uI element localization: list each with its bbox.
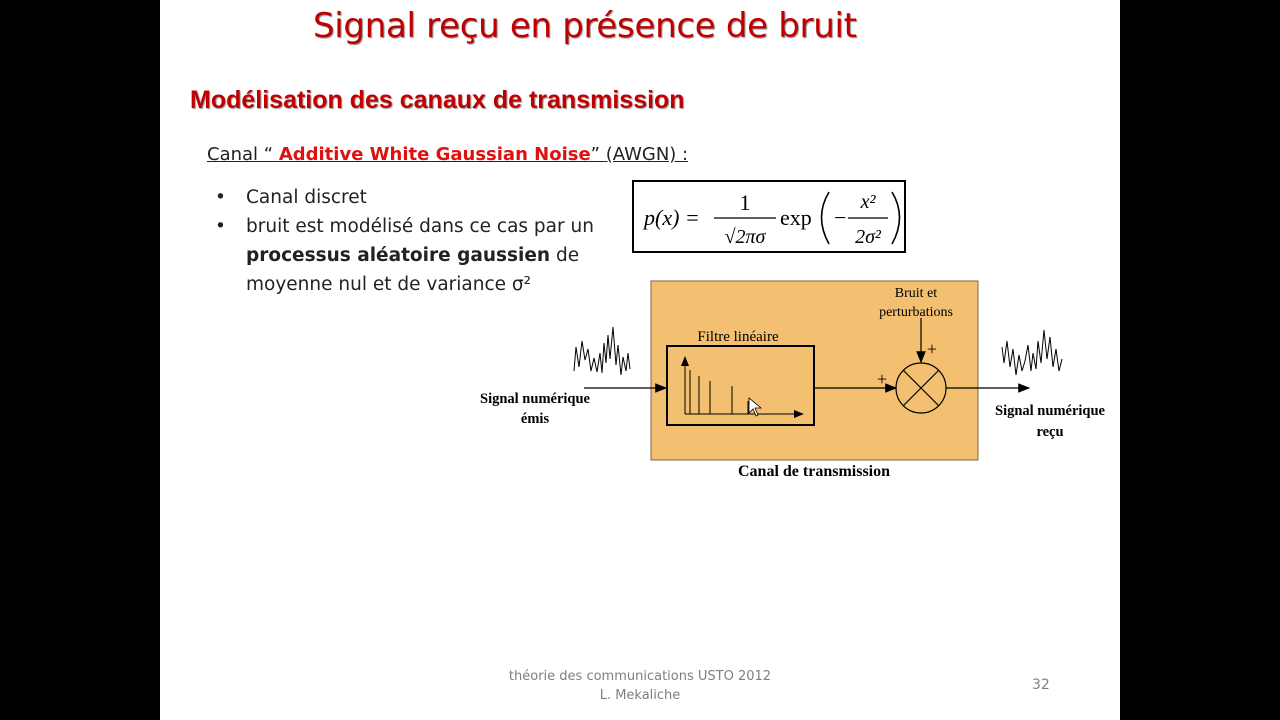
footer-course: théorie des communications USTO 2012 <box>508 669 772 684</box>
mouse-cursor-icon <box>748 397 763 417</box>
slide-footer: théorie des communications USTO 2012 L. … <box>420 667 860 705</box>
slide-title: Signal reçu en présence de bruit <box>313 6 857 46</box>
formula-inner-denominator: 2σ² <box>855 226 882 248</box>
impulse-response-plot <box>681 356 804 418</box>
bullet-list: • Canal discret • bruit est modélisé dan… <box>215 183 615 299</box>
noise-label-line1: Bruit et <box>895 286 937 301</box>
awgn-channel-diagram: Filtre linéaire Bruit et perturbations +… <box>480 280 1106 480</box>
bullet-text-bold: processus aléatoire gaussien <box>246 245 551 266</box>
bullet-item: • Canal discret <box>215 183 615 212</box>
noise-label-line2: perturbations <box>879 305 953 320</box>
bullet-item: • bruit est modélisé dans ce cas par un … <box>215 212 615 299</box>
channel-label: Canal de transmission <box>738 463 890 480</box>
bullet-dot: • <box>215 216 226 237</box>
awgn-prefix: Canal “ <box>207 144 279 165</box>
plus-left: + <box>877 369 887 389</box>
plus-top: + <box>927 339 937 359</box>
output-label-line1: Signal numérique <box>995 403 1106 419</box>
formula-inner-numerator: x² <box>860 191 877 213</box>
filter-label: Filtre linéaire <box>697 329 779 345</box>
awgn-heading: Canal “ Additive White Gaussian Noise” (… <box>207 144 688 165</box>
formula-func: exp <box>780 205 812 230</box>
awgn-suffix: ” (AWGN) : <box>590 144 689 165</box>
formula-lhs: p(x) = <box>642 205 700 230</box>
bullet-dot: • <box>215 187 226 208</box>
slide: Signal reçu en présence de bruit Modélis… <box>160 0 1120 720</box>
input-waveform-icon <box>573 326 631 376</box>
formula-denominator: √2πσ <box>725 226 767 248</box>
input-label-line2: émis <box>521 411 550 427</box>
formula-svg: p(x) = 1 √2πσ exp − x² 2σ² <box>642 190 901 248</box>
right-paren <box>891 191 901 245</box>
slide-subtitle: Modélisation des canaux de transmission <box>190 86 685 114</box>
formula-minus: − <box>834 205 846 230</box>
bullet-text: Canal discret <box>246 187 367 208</box>
output-waveform-icon <box>1001 329 1063 376</box>
gaussian-pdf-formula: p(x) = 1 √2πσ exp − x² 2σ² <box>632 180 906 253</box>
input-label-line1: Signal numérique <box>480 391 591 407</box>
page-number: 32 <box>1032 677 1050 693</box>
formula-numerator: 1 <box>740 190 751 215</box>
output-label-line2: reçu <box>1036 424 1063 440</box>
bullet-text: bruit est modélisé dans ce cas par un <box>246 216 594 237</box>
awgn-highlight: Additive White Gaussian Noise <box>278 144 591 165</box>
footer-author: L. Mekaliche <box>599 688 681 703</box>
left-paren <box>820 191 830 245</box>
bullet-text: de moyenne nul et de variance σ² <box>246 245 580 295</box>
